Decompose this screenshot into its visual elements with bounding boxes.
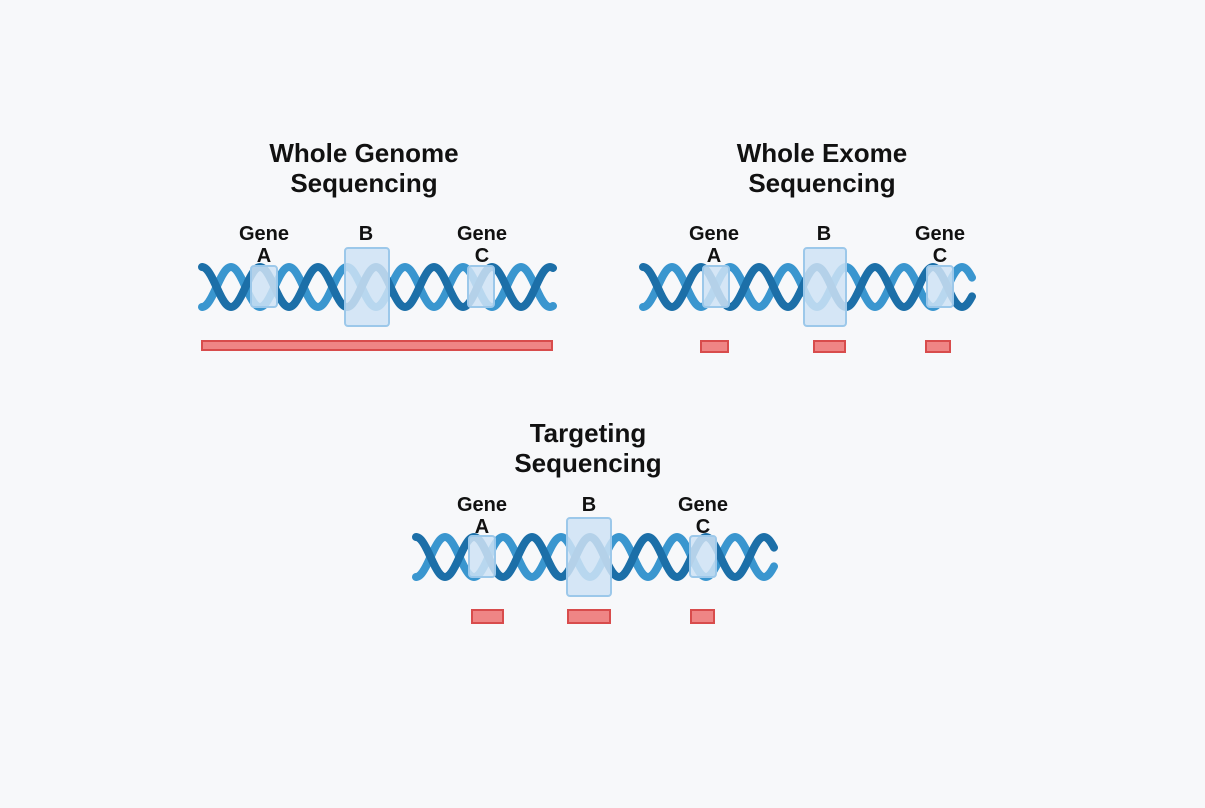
gene-a-box [250,265,278,308]
gene-c-label: Gene C [914,223,966,267]
title-line-1: Whole Exome [736,138,908,168]
gene-a-label: Gene A [238,223,290,267]
gene-b-label: B [581,494,597,516]
sequencing-read-b [813,340,846,353]
gene-b-label: B [358,223,374,245]
title-line-2: Sequencing [514,448,662,478]
gene-c-label: Gene C [677,494,729,538]
gene-b-label: B [816,223,832,245]
gene-c-label: Gene C [456,223,508,267]
gene-a-box [468,535,496,578]
gene-b-box [344,247,390,327]
gene-c-box [467,265,495,308]
panel-title: Whole Exome Sequencing [672,138,972,198]
panel-title: Targeting Sequencing [438,418,738,478]
gene-a-label: Gene A [688,223,740,267]
gene-c-box [689,535,717,578]
gene-a-label: Gene A [456,494,508,538]
sequencing-read-c [690,609,715,624]
sequencing-read [201,340,553,351]
sequencing-read-b [567,609,611,624]
gene-b-box [566,517,612,597]
sequencing-read-a [471,609,504,624]
panel-title: Whole Genome Sequencing [214,138,514,198]
title-line-1: Targeting [529,418,647,448]
title-line-2: Sequencing [290,168,438,198]
gene-b-box [803,247,847,327]
gene-c-box [926,265,954,308]
sequencing-read-c [925,340,951,353]
title-line-2: Sequencing [748,168,896,198]
gene-a-box [702,265,730,308]
sequencing-read-a [700,340,729,353]
title-line-1: Whole Genome [269,138,459,168]
